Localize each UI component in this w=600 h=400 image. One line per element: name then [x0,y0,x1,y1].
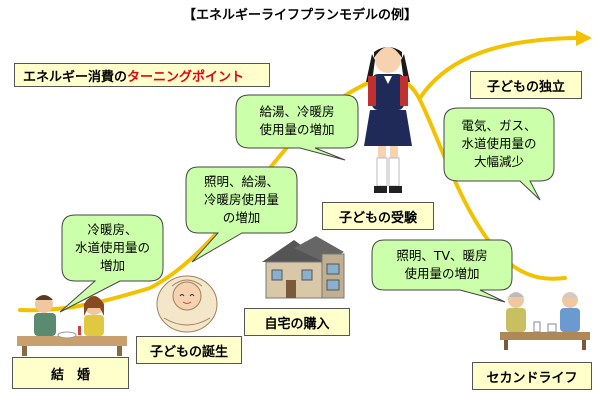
couple-dining-icon [17,295,127,356]
bubble-exam [235,94,359,161]
senior-couple-icon [500,292,590,350]
turning-point-headline: エネルギー消費のターニングポイント [14,63,270,87]
bubble-birth-text: 照明、給湯、 冷暖房使用量 の増加 [203,174,279,225]
stage-second-life: セカンドライフ [472,362,592,390]
stage-independence: 子どもの独立 [470,71,582,99]
house-icon [262,236,345,299]
headline-text: エネルギー消費の [23,69,128,85]
headline-accent: ターニングポイント [127,69,245,85]
schoolgirl-icon [364,47,412,193]
bubble-marriage-text: 冷暖房、 水道使用量の 増加 [74,222,150,273]
bubble-birth [185,166,298,263]
baby-icon [156,275,218,333]
stage-home: 自宅の購入 [244,308,350,336]
page-title: 【エネルギーライフプランモデルの例】 [182,8,417,23]
bubble-second-life-text: 照明、TV、暖房 使用量の増加 [396,248,488,281]
stage-exam: 子どもの受験 [322,202,434,230]
bubble-exam-text: 給湯、冷暖房 使用量の増加 [259,104,335,137]
bubble-marriage [59,214,164,313]
stage-birth: 子どもの誕生 [136,336,242,364]
bubble-second-life [371,239,513,303]
stage-marriage: 結 婚 [12,357,129,389]
bubble-independence-text: 電気、ガス、 水道使用量の 大幅減少 [461,118,537,169]
bubble-independence [443,107,555,201]
